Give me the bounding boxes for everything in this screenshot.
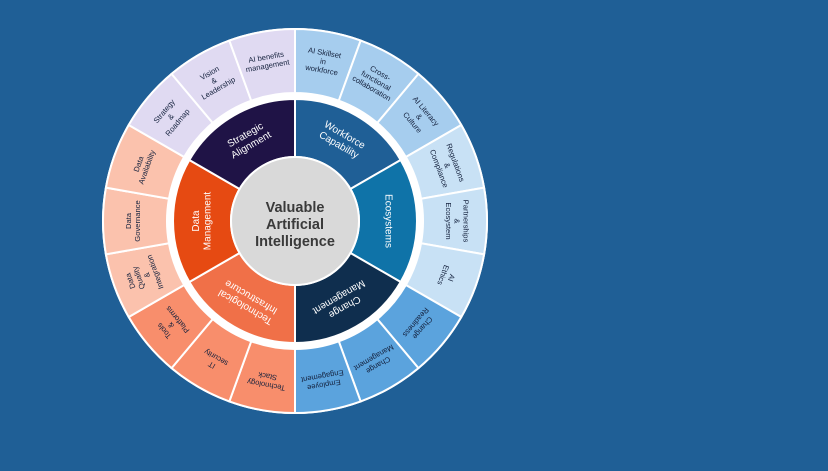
outer-label-ecosystems-2-line-2: & [453,218,462,223]
outer-segment-ecosystems-1: Regulations&Compliance [404,123,486,200]
outer-segment-strategy-1: Strategy&Roadmap [127,72,215,159]
outer-label-ecosystems-2-line-1: Partnerships [461,200,470,243]
pillar-label-data-line-2: Management [202,192,213,251]
center-title-line-2: Artificial [266,217,324,233]
outer-label-data-2-line-2: Governance [133,200,142,241]
outer-label-strategy-1-line-2: & [166,112,176,122]
outer-segment-shape [228,27,296,103]
outer-label-data-1-line-3: & [142,271,152,279]
center-title-line-3: Intelligence [255,234,335,250]
center-circle [230,156,360,286]
outer-label-technology-1-line-2: Stack [257,370,277,382]
outer-label-strategy-2-line-2: & [210,76,219,86]
outer-label-ecosystems-3-line-1: AI [446,273,457,283]
outer-label-technology-3-line-2: & [166,320,176,330]
inner-ring-layer: WorkforceCapabilityEcosystemsChangeManag… [172,97,418,345]
pillar-label-ecosystems-line-1: Ecosystems [383,194,394,248]
pillar-label-data-line-1: Data [191,210,202,232]
center-layer: Valuable Artificial Intelligence [230,156,360,286]
outer-label-ecosystems-1-line-2: & [442,162,452,170]
outer-label-technology-2-line-1: IT [206,359,217,370]
center-title-line-1: Valuable [266,200,325,216]
outer-label-ecosystems-2-line-3: Ecosystem [444,202,453,239]
outer-label-workforce-3-line-2: & [414,112,424,122]
outer-label-workforce-1-line-2: in [319,57,326,67]
outer-label-data-2-line-1: Data [124,212,133,229]
